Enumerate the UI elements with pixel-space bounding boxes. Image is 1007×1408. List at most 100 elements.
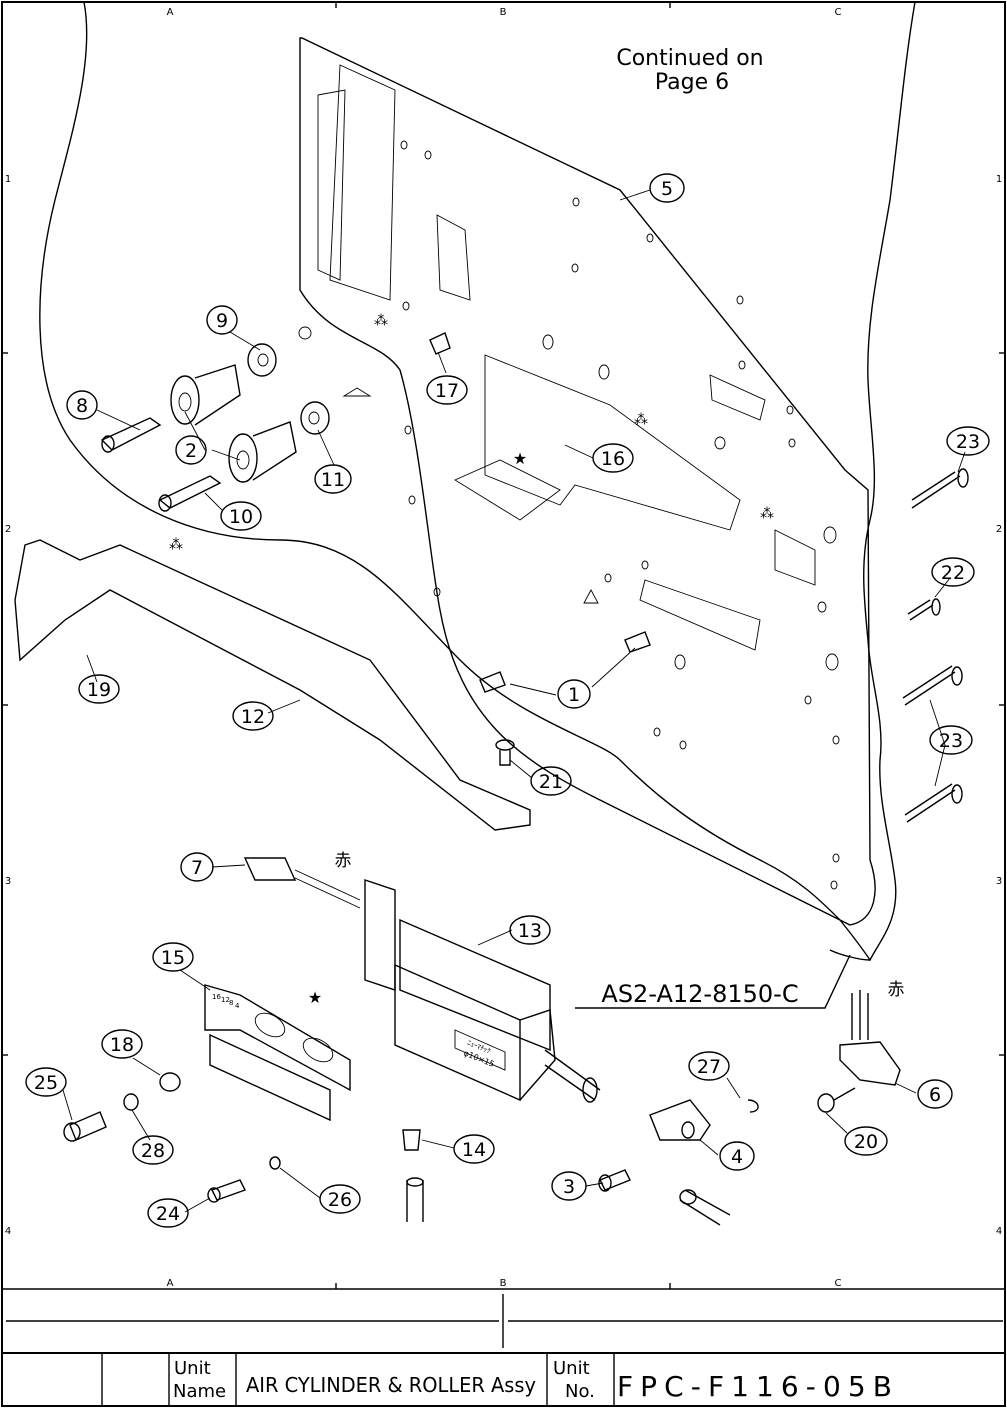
callout-25: 25 [26,1068,66,1096]
marker-symbols: ★ ★ ⁂ ⁂ ⁂ ⁂ [169,313,774,1007]
unit-name-value: AIR CYLINDER & ROLLER Assy [246,1373,536,1397]
part-15-bracket [205,985,350,1120]
callout-24: 24 [148,1199,188,1227]
unit-no-value: FPC-F116-05B [617,1370,892,1403]
svg-text:11: 11 [321,469,345,491]
unit-name-label-line-2: Name [173,1381,226,1402]
callout-13: 13 [510,916,550,944]
part-1-pin-a [480,672,505,692]
svg-text:10: 10 [229,506,253,528]
zone-label-left-2: 2 [5,524,11,535]
plate-handle-1 [437,215,470,300]
svg-text:22: 22 [941,562,965,584]
svg-text:28: 28 [141,1140,165,1162]
zone-label-left-1: 1 [5,174,11,185]
callout-2: 2 [176,436,206,464]
svg-text:5: 5 [661,178,673,200]
callout-4: 4 [720,1142,754,1170]
side-zone-ticks [2,353,1005,1055]
zone-label-left-4: 4 [5,1226,11,1237]
svg-text:27: 27 [697,1056,721,1078]
part-13-air-cylinder [245,858,600,1102]
callout-15: 15 [153,943,193,971]
callout-10: 10 [221,502,261,530]
callout-26: 26 [320,1185,360,1213]
screws-right [903,469,968,822]
svg-text:12: 12 [241,706,265,728]
callout-leaders [63,190,965,1212]
continued-note-line-1: Continued on [616,46,763,71]
callout-1: 1 [558,680,590,708]
svg-text:13: 13 [518,920,542,942]
plate-bracket-foot [455,460,560,520]
svg-text:★: ★ [308,988,322,1007]
assembly-number: AS2-A12-8150-C [601,980,798,1008]
scale-mark-8: 8 [229,999,233,1007]
svg-text:23: 23 [956,431,980,453]
red-mark-7: 赤 [335,851,352,871]
svg-text:20: 20 [854,1131,878,1153]
zone-label-bottom-b: B [500,1278,507,1289]
svg-text:⁂: ⁂ [169,537,183,553]
svg-text:15: 15 [161,947,185,969]
callout-23-upper: 23 [947,427,989,455]
callout-6: 6 [918,1080,952,1108]
scale-mark-4: 4 [235,1002,240,1010]
zone-label-right-4: 4 [996,1226,1002,1237]
plate-cutout [640,580,760,650]
callout-20: 20 [845,1127,887,1155]
svg-text:19: 19 [87,679,111,701]
red-mark-6: 赤 [888,980,905,1000]
zone-label-right-1: 1 [996,174,1002,185]
unit-name-label-line-1: Unit [174,1358,211,1379]
svg-text:7: 7 [191,857,203,879]
svg-text:18: 18 [110,1034,134,1056]
svg-text:3: 3 [563,1176,575,1198]
callout-28: 28 [133,1136,173,1164]
unit-no-label-line-2: No. [565,1381,595,1402]
svg-text:4: 4 [731,1146,743,1168]
part-5-plate [300,38,875,925]
part-1-pin-b [625,632,650,652]
callout-23-lower: 23 [930,726,972,754]
svg-text:24: 24 [156,1203,180,1225]
svg-text:6: 6 [929,1084,941,1106]
callout-11: 11 [315,465,351,493]
plate-handle-3 [775,530,815,585]
zone-label-right-3: 3 [996,876,1002,887]
svg-text:2: 2 [185,440,197,462]
zone-label-left-3: 3 [5,876,11,887]
svg-text:23: 23 [939,730,963,752]
zone-label-bottom-c: C [835,1278,842,1289]
callout-14: 14 [454,1135,494,1163]
svg-text:★: ★ [513,449,527,468]
svg-text:⁂: ⁂ [760,506,774,522]
plate-bracket [485,355,740,530]
zone-label-top-c: C [835,7,842,18]
plate-window [330,65,395,300]
svg-text:21: 21 [539,771,563,793]
callout-5: 5 [650,174,684,202]
part-17-pin [430,333,450,354]
callout-27: 27 [689,1052,729,1080]
zone-label-bottom-a: A [167,1278,174,1289]
svg-text:17: 17 [435,380,459,402]
svg-text:⁂: ⁂ [634,412,648,428]
svg-text:25: 25 [34,1072,58,1094]
callout-3: 3 [552,1172,586,1200]
callout-16: 16 [593,444,633,472]
callout-9: 9 [207,306,237,334]
callout-8: 8 [67,391,97,419]
unit-no-label-line-1: Unit [553,1358,590,1379]
callout-18: 18 [102,1030,142,1058]
zone-label-top-a: A [167,7,174,18]
svg-text:14: 14 [462,1139,486,1161]
callout-22: 22 [932,558,974,586]
small-hardware [64,990,900,1225]
zone-label-top-b: B [500,7,507,18]
svg-text:26: 26 [328,1189,352,1211]
zone-label-right-2: 2 [996,524,1002,535]
callout-12: 12 [233,702,273,730]
